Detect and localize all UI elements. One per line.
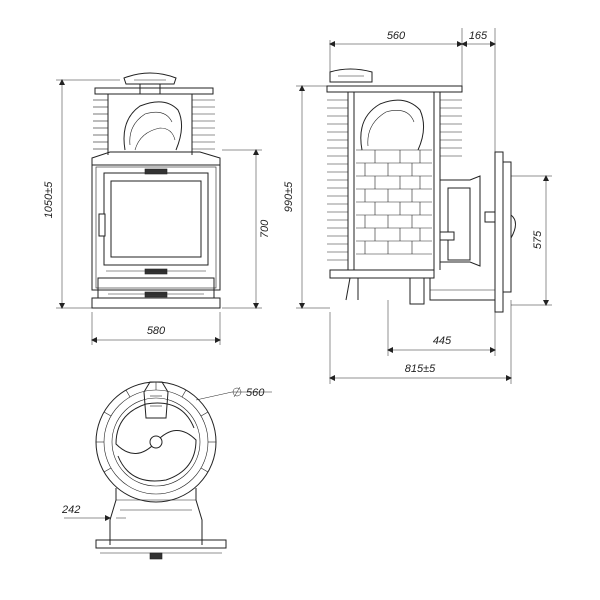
side-body-width-label: 560	[387, 30, 406, 42]
front-width-label: 580	[147, 325, 166, 337]
side-view	[326, 68, 516, 313]
front-dimensions	[56, 79, 262, 345]
plan-view	[95, 381, 227, 560]
side-total-depth-label: 815±5	[405, 363, 436, 375]
side-dimensions	[296, 28, 552, 384]
side-cage-slats	[327, 99, 462, 261]
side-height-label: 990±5	[283, 181, 295, 212]
side-door-height-label: 575	[532, 230, 544, 249]
side-depth-label: 445	[433, 335, 452, 347]
front-cage-slats	[93, 94, 215, 155]
plan-diameter-label: 560	[246, 387, 265, 399]
plan-offset-label: 242	[61, 504, 80, 516]
door-height-label: 700	[259, 219, 271, 238]
front-height-label: 1050±5	[43, 181, 55, 219]
plan-ring-ticks	[96, 382, 216, 473]
side-top-offset-label: 165	[469, 30, 488, 42]
plan-dimensions	[64, 386, 272, 521]
side-brick-pattern	[356, 149, 432, 255]
front-view	[91, 72, 221, 309]
